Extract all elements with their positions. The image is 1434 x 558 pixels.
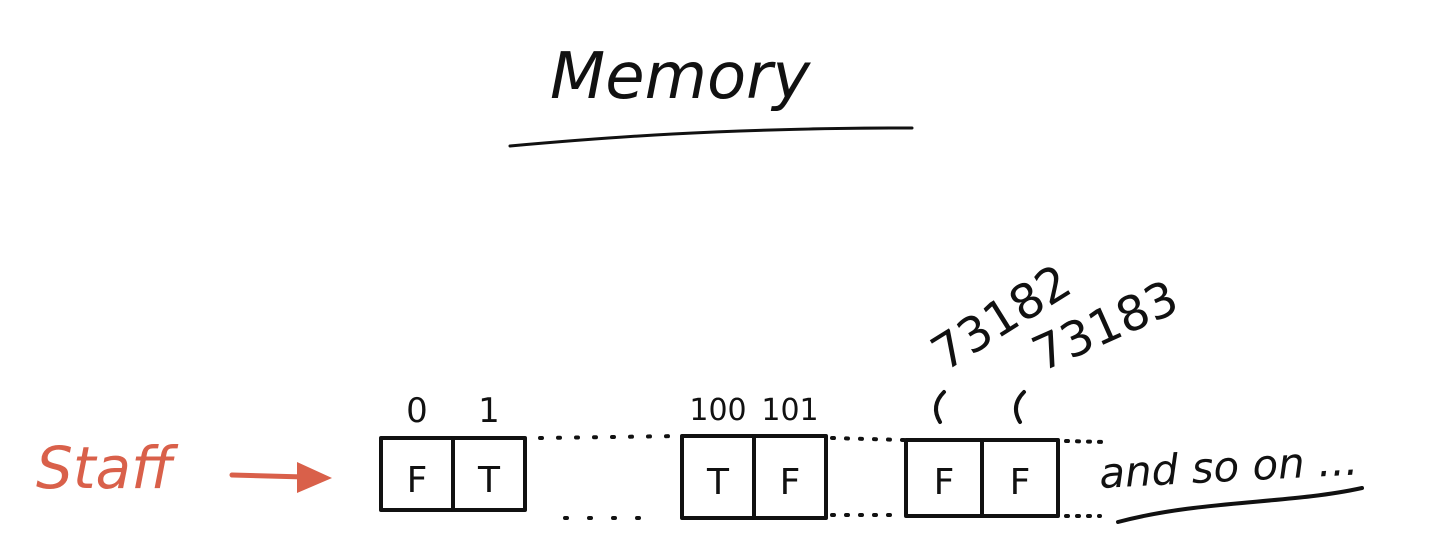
trailing-underline: [1116, 486, 1364, 524]
ellipsis-top: [538, 434, 682, 440]
cell-address: 1: [478, 391, 500, 431]
cell-value: F: [934, 462, 955, 503]
trailing-note: and so on ...: [1098, 435, 1359, 497]
ellipsis-top: [1064, 439, 1106, 444]
diagram-title: Memory: [550, 40, 811, 114]
cell-value: F: [1010, 462, 1031, 503]
title-underline: [508, 126, 914, 148]
arrow-head: [297, 462, 332, 493]
cell-group-1: F T 0 1: [379, 391, 527, 512]
cell-address: 101: [761, 393, 818, 428]
memory-cell: [451, 436, 527, 512]
ellipsis-top: [830, 436, 906, 442]
cell-value: F: [780, 462, 801, 503]
cell-value: T: [477, 460, 501, 501]
arrow-shaft: [229, 472, 308, 480]
cell-value: T: [706, 462, 730, 503]
memory-cell: [980, 438, 1060, 518]
cell-value: F: [407, 460, 428, 501]
address-tick: [933, 390, 946, 424]
staff-label: Staff: [36, 434, 179, 502]
cell-address: 0: [406, 391, 428, 431]
cell-address: 100: [689, 393, 746, 428]
address-tick: [1013, 390, 1026, 424]
memory-cell: [752, 434, 828, 520]
cell-group-2: T F 100 101: [680, 393, 828, 520]
